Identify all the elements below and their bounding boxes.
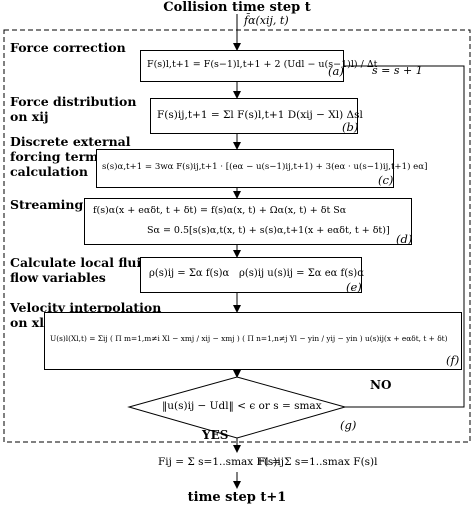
tag-c: (c): [378, 173, 394, 187]
equation-f: U(s)l(Xl,t) = Σij ( Π m=1,m≠i Xl − xmj /…: [50, 334, 448, 343]
start-label: Collision time step t: [163, 0, 311, 15]
equation-final-fij: Fij = Σ s=1..smax F(s)ij: [158, 456, 285, 468]
label-streaming: Streaming: [10, 197, 84, 212]
box-force-correction: F(s)l,t+1 = F(s−1)l,t+1 + 2 (Udl − u(s−1…: [140, 50, 378, 82]
box-force-distribution: F(s)ij,t+1 = Σl F(s)l,t+1 D(xij − Xl) Δs…: [150, 98, 363, 134]
decision-no-label: NO: [370, 378, 392, 392]
equation-e1: ρ(s)ij = Σα f(s)α: [149, 268, 230, 279]
label-force-correction: Force correction: [10, 40, 126, 55]
label-force-distribution-on: on xij: [10, 109, 49, 124]
label-discrete-forcing-1: Discrete external: [10, 134, 131, 149]
label-velocity-interp: Velocity interpolation: [10, 300, 162, 315]
tag-e: (e): [346, 280, 362, 294]
box-streaming: f(s)α(x + eαδt, t + δt) = f(s)α(x, t) + …: [84, 198, 412, 245]
loop-update: s = s + 1: [372, 64, 423, 77]
tag-b: (b): [342, 120, 359, 134]
equation-c: s(s)α,t+1 = 3wα F(s)ij,t+1 · [(eα − u(s−…: [102, 162, 428, 172]
label-force-distribution: Force distribution: [10, 94, 137, 109]
equation-a: F(s)l,t+1 = F(s−1)l,t+1 + 2 (Udl − u(s−1…: [147, 59, 378, 70]
tag-f: (f): [446, 353, 460, 367]
box-forcing-term: s(s)α,t+1 = 3wα F(s)ij,t+1 · [(eα − u(s−…: [96, 149, 427, 188]
decision-yes-label: YES: [202, 428, 229, 442]
equation-b: F(s)ij,t+1 = Σl F(s)l,t+1 D(xij − Xl) Δs…: [157, 109, 363, 121]
label-velocity-interp-on: on xl: [10, 315, 44, 330]
equation-d2: Sα = 0.5[s(s)α,t(x, t) + s(s)α,t+1(x + e…: [147, 225, 390, 236]
label-discrete-forcing-2: forcing term: [10, 149, 99, 164]
equation-e2: ρ(s)ij u(s)ij = Σα eα f(s)α: [239, 268, 364, 279]
tag-d: (d): [396, 232, 413, 246]
end-label: time step t+1: [187, 490, 287, 505]
label-local-flow-2: flow variables: [10, 270, 106, 285]
input-distribution: f̄α(xij, t): [244, 14, 289, 27]
box-local-flow: ρ(s)ij = Σα f(s)α ρ(s)ij u(s)ij = Σα eα …: [140, 257, 364, 293]
box-velocity-interp: U(s)l(Xl,t) = Σij ( Π m=1,m≠i Xl − xmj /…: [44, 312, 462, 370]
equation-final-fl: Fl = Σ s=1..smax F(s)l: [258, 456, 378, 468]
label-local-flow-1: Calculate local fluid: [10, 255, 150, 270]
equation-g: ‖u(s)ij − Udl‖ < ϵ or s = smax: [162, 400, 322, 412]
label-discrete-forcing-3: calculation: [10, 164, 88, 179]
tag-g: (g): [340, 418, 357, 432]
equation-d1: f(s)α(x + eαδt, t + δt) = f(s)α(x, t) + …: [93, 205, 347, 216]
tag-a: (a): [328, 64, 344, 78]
decision-diamond: [127, 376, 347, 439]
